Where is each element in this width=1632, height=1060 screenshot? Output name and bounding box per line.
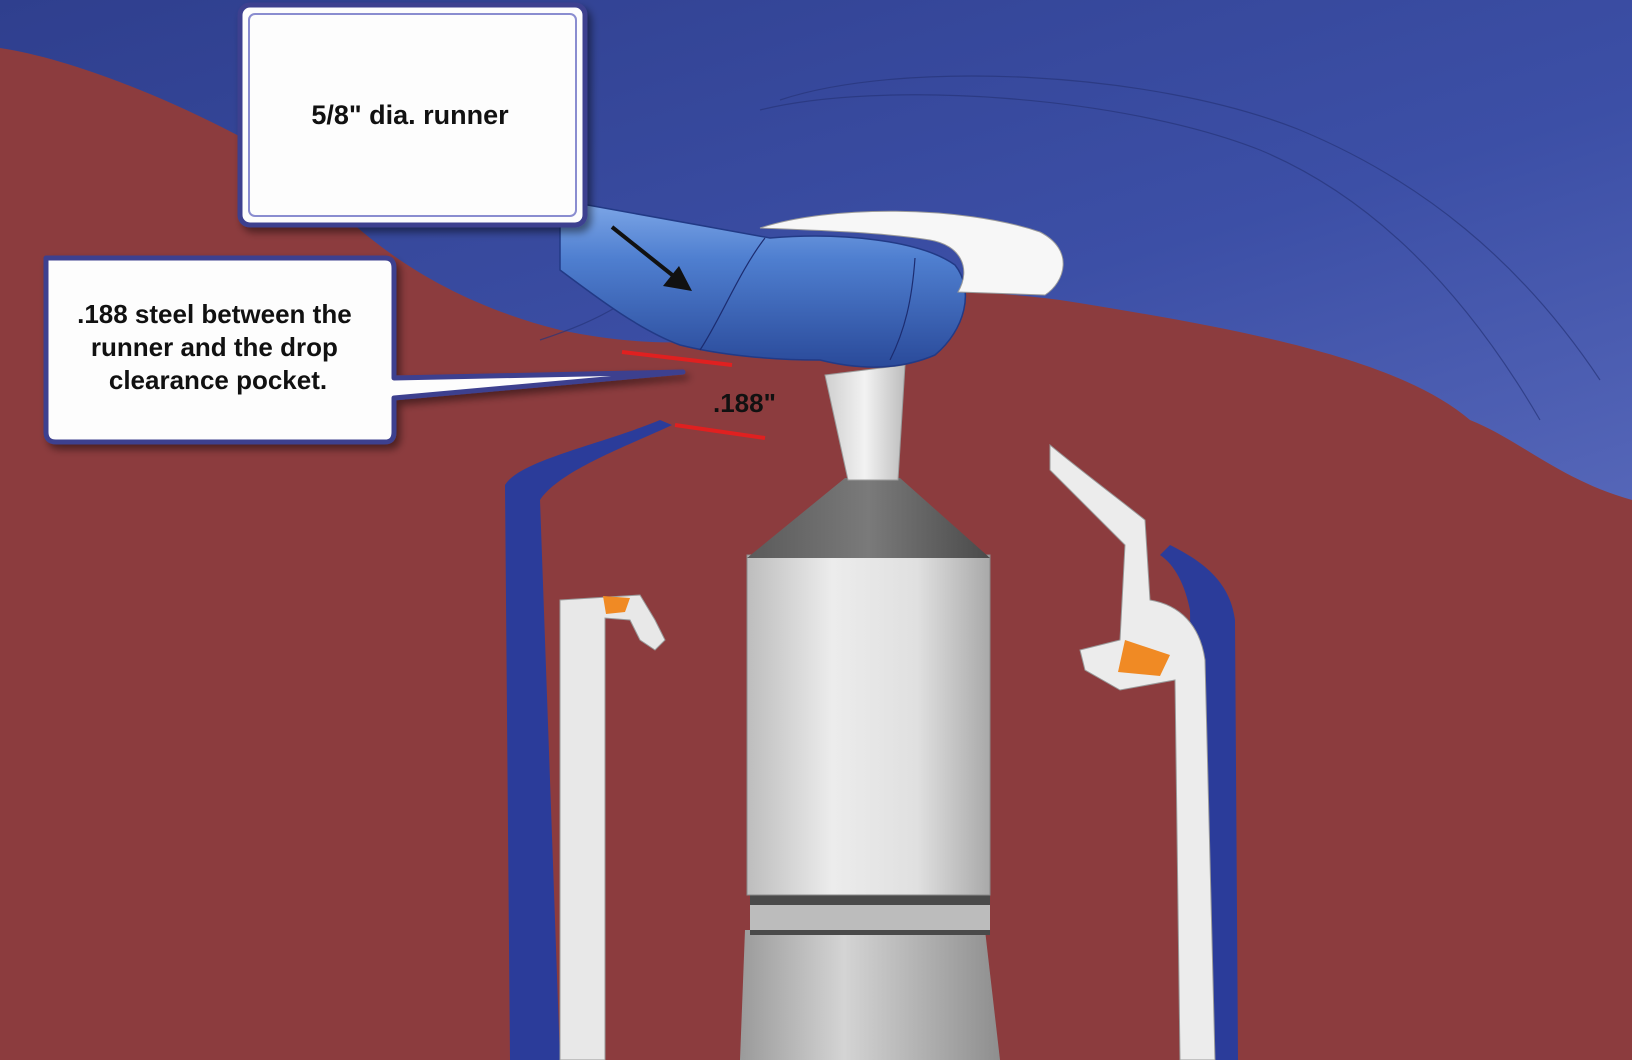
callout-steel	[43, 255, 686, 445]
callout-steel-line-1: .188 steel between the	[77, 299, 352, 329]
left-sleeve-channel	[505, 420, 672, 1060]
lower-pin	[740, 930, 1000, 1060]
runner-seams	[699, 237, 916, 361]
dimension-label: .188"	[713, 388, 776, 418]
orange-ring-right	[1118, 640, 1170, 676]
orange-ring-left	[603, 596, 630, 614]
dimension-line-bottom	[674, 423, 766, 440]
callout-steel-line-2: runner and the drop	[91, 332, 338, 362]
sprue-drop	[824, 364, 906, 481]
callout-steel-line-3: clearance pocket.	[109, 365, 327, 395]
runner-tube	[559, 199, 967, 368]
runner-arrow	[610, 225, 692, 291]
drop-pin	[746, 554, 991, 896]
dimension-line-top	[621, 350, 733, 367]
right-sleeve-wall	[1049, 443, 1216, 1060]
callout-runner	[237, 2, 588, 228]
callout-runner-text: 5/8" dia. runner	[311, 100, 509, 130]
runner-end-opening	[759, 210, 1064, 296]
left-sleeve-wall	[559, 594, 666, 1060]
callout-steel-text: .188 steel between the runner and the dr…	[77, 299, 359, 395]
pin-cone	[747, 478, 990, 558]
pin-groove-lip	[750, 905, 990, 930]
